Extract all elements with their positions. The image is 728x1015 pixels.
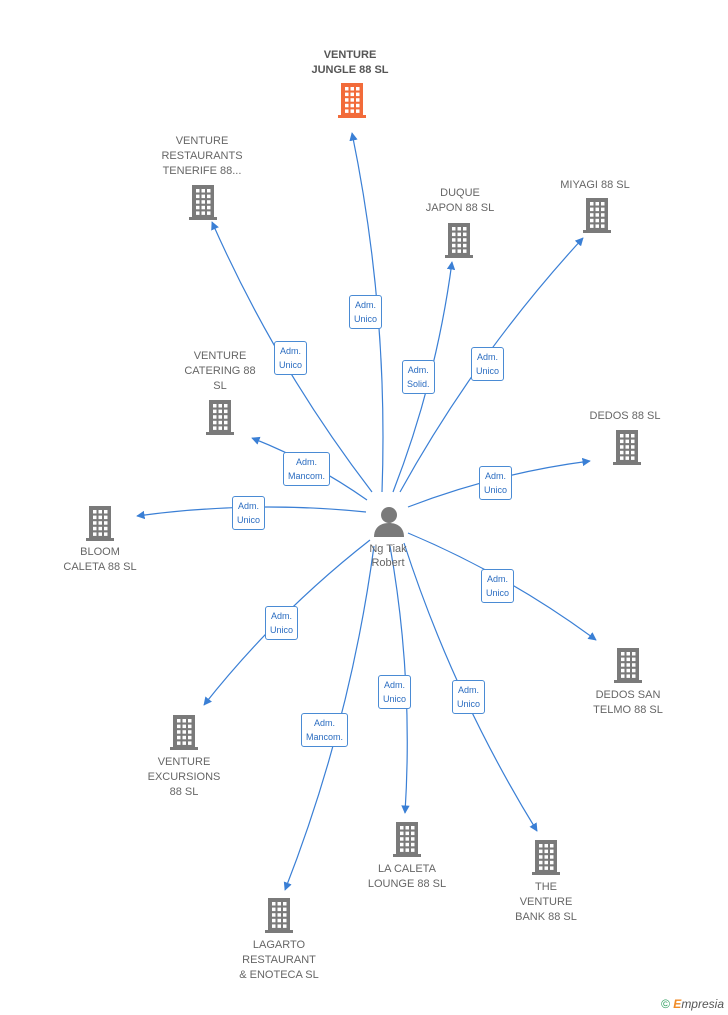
relation-label-venture-catering[interactable]: Adm. Mancom.	[283, 452, 331, 486]
building-icon-lagarto-restaurant[interactable]	[265, 898, 293, 933]
company-label-venture-jungle[interactable]: VENTURE JUNGLE 88 SL	[311, 49, 389, 76]
relation-label-la-caleta-lounge[interactable]: Adm. Unico	[378, 675, 412, 709]
building-icon-venture-restaurants[interactable]	[189, 185, 217, 220]
footer-brand: © Empresia	[661, 997, 724, 1011]
building-icon-the-venture-bank[interactable]	[532, 840, 560, 875]
building-icon-venture-catering[interactable]	[206, 400, 234, 435]
brand-logo-text: mpresia	[681, 997, 724, 1011]
company-label-duque-japon[interactable]: DUQUE JAPON 88 SL	[425, 187, 495, 214]
relation-label-the-venture-bank[interactable]: Adm. Unico	[452, 680, 486, 714]
building-icon-miyagi[interactable]	[583, 198, 611, 233]
company-label-la-caleta-lounge[interactable]: LA CALETA LOUNGE 88 SL	[367, 863, 447, 890]
company-label-dedos[interactable]: DEDOS 88 SL	[589, 410, 661, 422]
relation-label-venture-jungle[interactable]: Adm. Unico	[349, 295, 383, 329]
relation-label-dedos-san-telmo[interactable]: Adm. Unico	[481, 569, 515, 603]
company-label-venture-catering[interactable]: VENTURE CATERING 88 SL	[184, 350, 256, 392]
building-icon-dedos[interactable]	[613, 430, 641, 465]
company-label-venture-restaurants[interactable]: VENTURE RESTAURANTS TENERIFE 88...	[161, 135, 243, 177]
person-icon[interactable]	[372, 505, 406, 542]
company-label-bloom-caleta[interactable]: BLOOM CALETA 88 SL	[63, 546, 137, 573]
relation-label-venture-restaurants[interactable]: Adm. Unico	[274, 341, 308, 375]
relation-label-lagarto-restaurant[interactable]: Adm. Mancom.	[301, 713, 349, 747]
building-icon-duque-japon[interactable]	[445, 223, 473, 258]
building-icon-venture-excursions[interactable]	[170, 715, 198, 750]
building-icon-bloom-caleta[interactable]	[86, 506, 114, 541]
company-label-lagarto-restaurant[interactable]: LAGARTO RESTAURANT & ENOTECA SL	[239, 939, 319, 981]
building-icon-venture-jungle[interactable]	[338, 83, 366, 118]
relation-label-dedos[interactable]: Adm. Unico	[479, 466, 513, 500]
company-label-the-venture-bank[interactable]: THE VENTURE BANK 88 SL	[515, 881, 577, 923]
company-label-miyagi[interactable]: MIYAGI 88 SL	[560, 179, 630, 191]
relation-label-duque-japon[interactable]: Adm. Solid.	[402, 360, 435, 394]
building-icon-la-caleta-lounge[interactable]	[393, 822, 421, 857]
person-name[interactable]: Ng Tiak Robert	[369, 543, 407, 569]
relation-label-bloom-caleta[interactable]: Adm. Unico	[232, 496, 266, 530]
brand-logo-initial: E	[673, 997, 682, 1011]
copyright-symbol: ©	[661, 997, 670, 1011]
company-label-venture-excursions[interactable]: VENTURE EXCURSIONS 88 SL	[147, 756, 221, 798]
building-icon-dedos-san-telmo[interactable]	[614, 648, 642, 683]
relation-label-venture-excursions[interactable]: Adm. Unico	[265, 606, 299, 640]
relation-label-miyagi[interactable]: Adm. Unico	[471, 347, 505, 381]
company-label-dedos-san-telmo[interactable]: DEDOS SAN TELMO 88 SL	[593, 689, 663, 716]
